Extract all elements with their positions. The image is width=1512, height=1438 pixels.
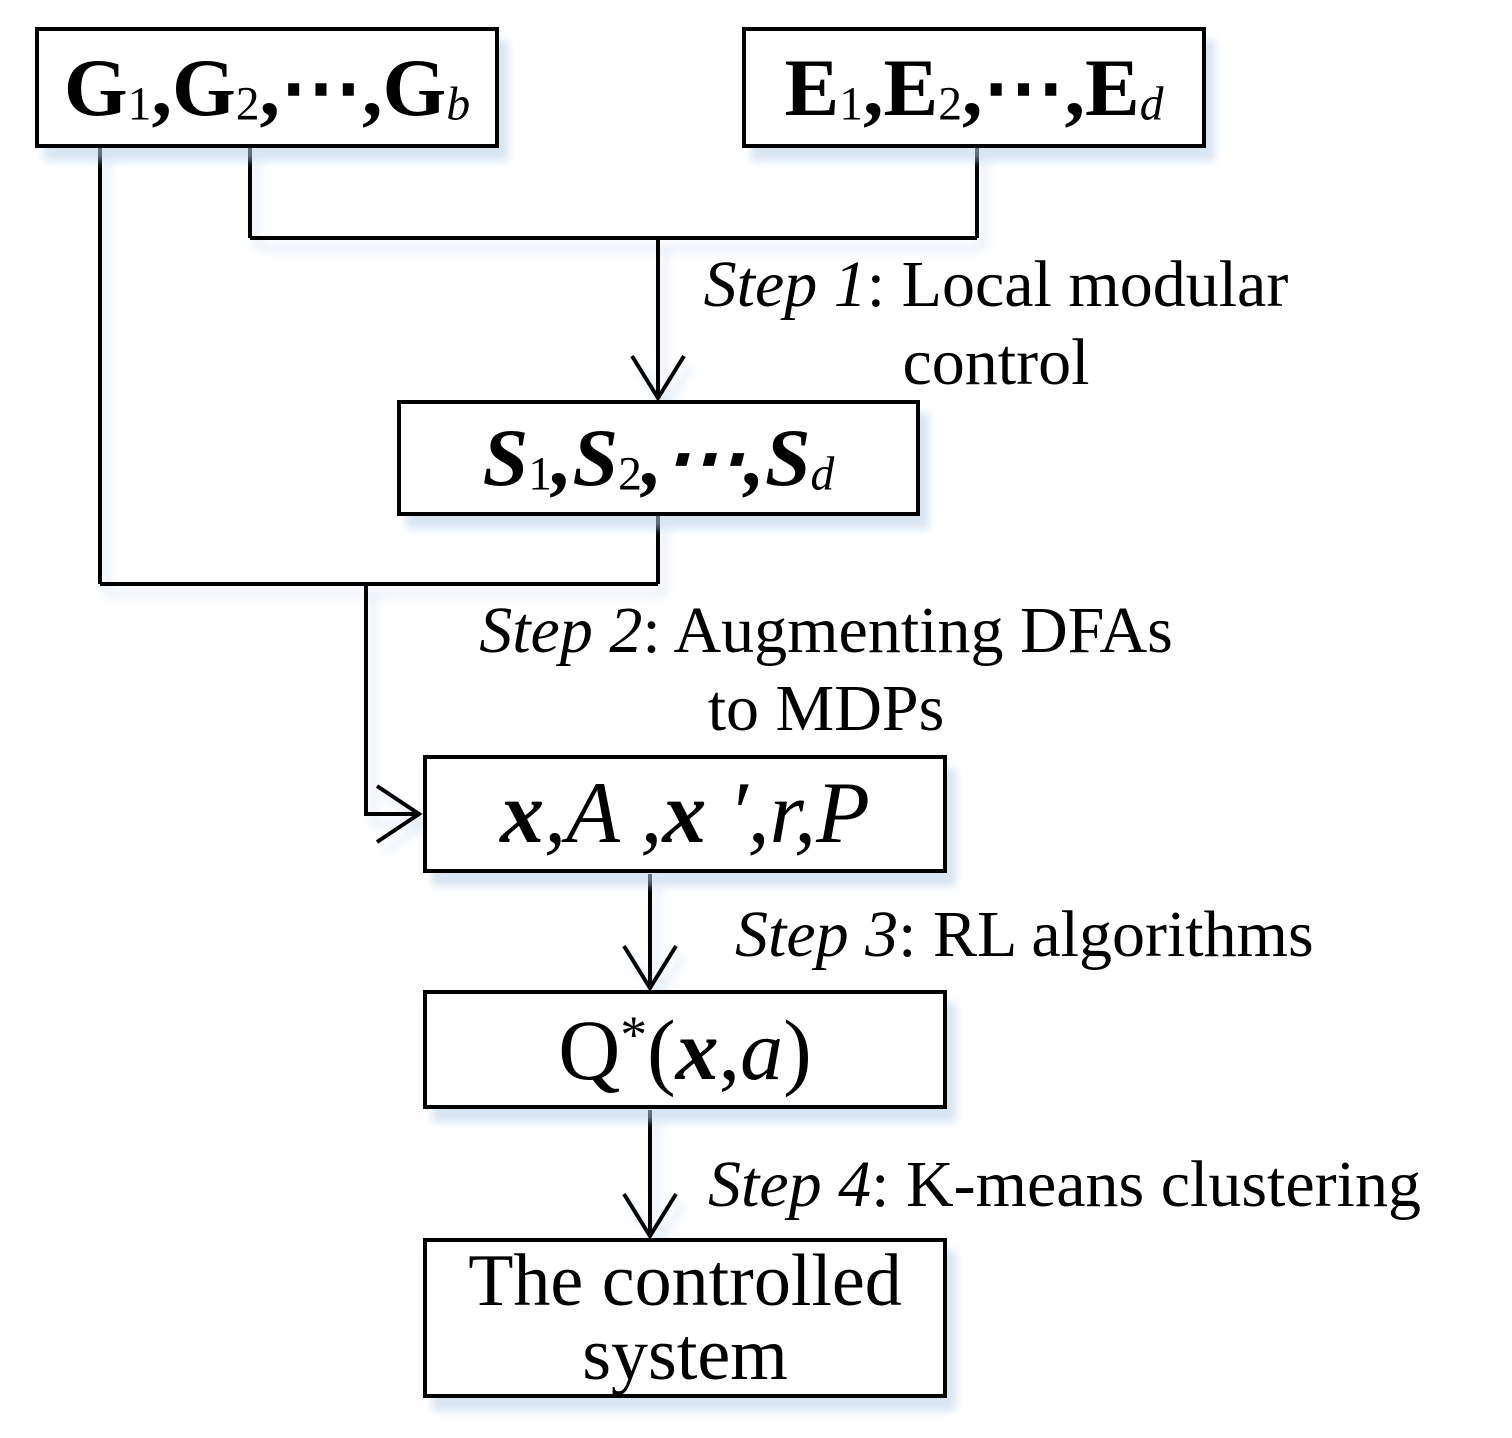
box-mdp-tuple: x,A ,x ′,r,P (423, 755, 947, 873)
box-controlled-system-line1: The controlled (468, 1240, 902, 1322)
box-plant-automata-label: G1,G2,⋯,Gb (63, 41, 471, 133)
label-step3-line1: Step 3: RL algorithms (735, 898, 1314, 971)
box-specification-automata: E1,E2,⋯,Ed (742, 27, 1206, 148)
arrow-down-step1-icon (630, 354, 686, 402)
box-mdp-tuple-label: x,A ,x ′,r,P (500, 765, 870, 862)
box-q-function: Q*(x,a) (423, 990, 947, 1109)
label-step1-line1: Step 1: Local modular (703, 248, 1289, 321)
box-controlled-system: The controlled system (423, 1238, 947, 1398)
box-controlled-system-line2: system (582, 1314, 788, 1396)
arrow-right-step2-icon (375, 784, 423, 844)
box-q-function-label: Q*(x,a) (558, 1001, 812, 1098)
arrow-down-step4-icon (622, 1192, 678, 1240)
label-step2: Step 2: Augmenting DFAs to MDPs (426, 592, 1226, 748)
box-plant-automata: G1,G2,⋯,Gb (35, 27, 499, 148)
label-step3: Step 3: RL algorithms (735, 896, 1314, 974)
box-specification-automata-label: E1,E2,⋯,Ed (784, 41, 1164, 133)
label-step2-line1: Step 2: Augmenting DFAs (479, 594, 1173, 667)
box-supervisors-label: S1,S2,⋯,Sd (482, 412, 835, 503)
arrow-down-step3-icon (622, 944, 678, 992)
label-step2-line2: to MDPs (707, 671, 945, 745)
label-step4: Step 4: K-means clustering (708, 1146, 1421, 1224)
label-step4-line1: Step 4: K-means clustering (708, 1148, 1421, 1221)
label-step1-line2: control (902, 325, 1090, 399)
box-supervisors: S1,S2,⋯,Sd (397, 400, 920, 516)
connector-drop-step2 (364, 584, 417, 816)
label-step1: Step 1: Local modular control (640, 246, 1352, 402)
